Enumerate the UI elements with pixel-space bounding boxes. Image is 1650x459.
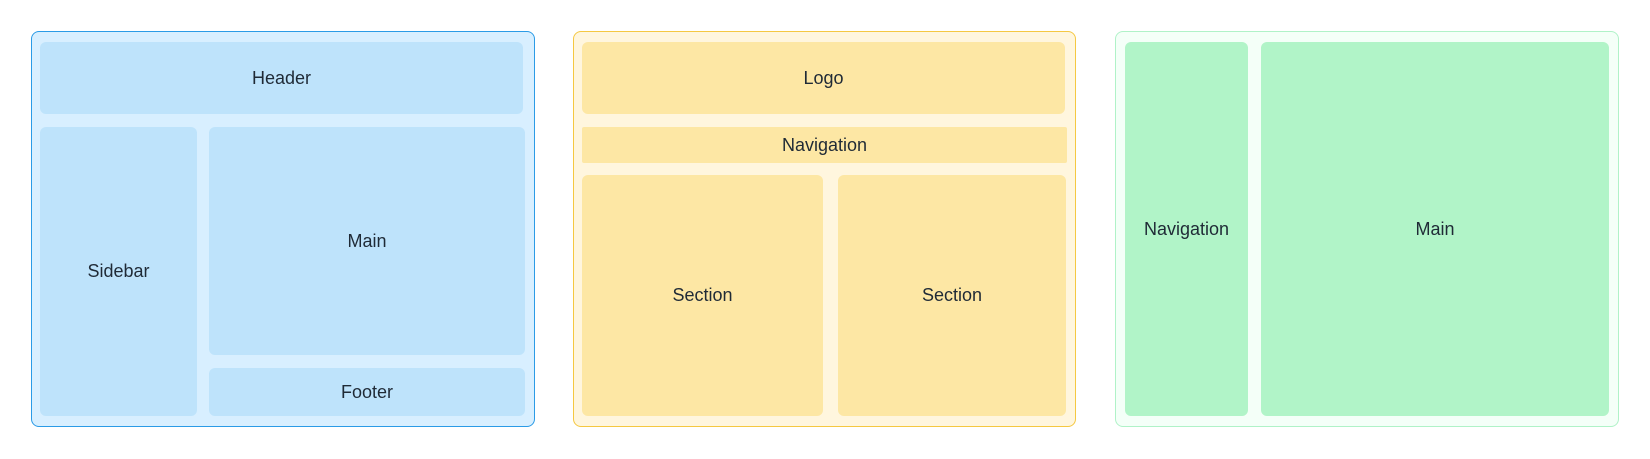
sidebar-block: Sidebar [40,127,197,416]
layout-diagram-1: Header Sidebar Main Footer [31,31,535,427]
header-label: Header [251,67,312,88]
section-label-right: Section [921,285,983,305]
section-block-right: Section [838,175,1066,416]
logo-label: Logo [803,67,844,88]
main-label: Main [1415,218,1455,239]
footer-label: Footer [340,381,394,402]
layout-diagram-2: Logo Navigation Section Section [573,31,1076,427]
navigation-label: Navigation [781,134,868,155]
main-block: Main [209,127,525,355]
layout-diagram-3: Navigation Main [1115,31,1619,427]
footer-block: Footer [209,368,525,416]
header-block: Header [40,42,523,114]
section-label-left: Section [672,285,733,305]
sidebar-label: Sidebar [87,261,150,281]
navigation-block: Navigation [1125,42,1248,416]
section-block-left: Section [582,175,823,416]
logo-block: Logo [582,42,1065,114]
navigation-block: Navigation [582,127,1067,163]
main-label: Main [347,230,387,251]
main-block: Main [1261,42,1609,416]
navigation-label: Navigation [1143,218,1230,239]
